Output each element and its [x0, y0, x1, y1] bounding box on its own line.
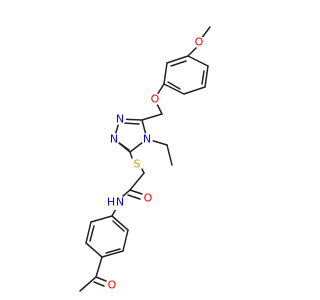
bond-carbonyl-nh [122, 189, 131, 197]
bond-o-ch2 [156, 103, 163, 115]
bond-carbonyl-o-2 [127, 194, 141, 200]
methoxy-oxygen-atom: O [193, 36, 205, 49]
bond-ring2-c [85, 242, 103, 258]
ether-oxygen-atom: O [149, 93, 161, 106]
bond-o-ring-top [187, 46, 198, 57]
label-background [142, 192, 154, 204]
label-background [114, 113, 126, 125]
triazole-n2-atom: N [108, 133, 120, 146]
label-background [131, 158, 143, 170]
bond-ring2-f [111, 215, 129, 231]
bond-ring1-inner-1 [201, 70, 205, 85]
label-background [108, 133, 120, 145]
amide-nitrogen-label: N [116, 196, 124, 209]
bond-ch2-carbonyl [129, 172, 145, 191]
bond-ring1-e [163, 62, 168, 85]
bond-ring1-f [166, 55, 189, 64]
bond-triazole-double-2 [117, 141, 130, 151]
label-background [106, 279, 118, 291]
bond-ring-o-ether [156, 83, 165, 96]
bond-ring2-b [85, 221, 92, 244]
amide-oxygen-label: O [144, 192, 153, 205]
label-background [108, 194, 124, 210]
methoxy-oxygen-label: O [195, 36, 204, 49]
amide-nitrogen-atom: H N [107, 194, 124, 210]
bond-ring1-inner-2 [167, 81, 181, 90]
bond-ring1-a [187, 55, 209, 67]
bond-ring2-inner-2 [105, 248, 121, 254]
label-background [193, 36, 205, 48]
ketone-oxygen-atom: O [106, 279, 118, 292]
label-background [141, 133, 153, 145]
bond-layer [79, 26, 211, 292]
bond-ring2-inner-1 [89, 225, 95, 242]
bond-ethyl-2 [166, 144, 173, 166]
bond-acetyl-o-2 [93, 281, 105, 287]
amide-oxygen-atom: O [142, 192, 154, 205]
bond-ring2-d [101, 250, 124, 258]
triazole-n1-label: N [116, 113, 124, 126]
bond-ring1-inner-3 [170, 60, 187, 67]
thioether-sulfur-atom: S [131, 158, 143, 171]
bond-ring1-b [204, 65, 209, 88]
molecule-structure-diagram: O O N N N S O H N [79, 26, 211, 292]
bond-methyl-o [200, 26, 211, 40]
bond-ring2-inner-3 [112, 220, 125, 232]
bond-triazole-double-1 [123, 122, 140, 125]
bond-acetyl-methyl [79, 276, 97, 292]
bond-carbonyl-o-1 [129, 189, 143, 195]
bond-acetyl-o-1 [95, 276, 107, 282]
bond-ring1-c [183, 86, 206, 95]
triazole-n4-atom: N [141, 133, 153, 146]
triazole-n4-label: N [143, 133, 151, 146]
thioether-sulfur-label: S [134, 158, 141, 171]
bond-ring1-d [163, 83, 185, 95]
bond-ring-acetyl [95, 256, 103, 278]
triazole-n2-label: N [110, 133, 118, 146]
bond-ring2-a [90, 215, 113, 223]
atom-label-layer: O O N N N S O H N [106, 36, 205, 292]
ether-oxygen-label: O [151, 93, 160, 106]
ketone-oxygen-label: O [108, 279, 117, 292]
bond-ring2-e [122, 229, 129, 252]
label-background [149, 93, 161, 105]
triazole-n1-atom: N [114, 113, 126, 126]
bond-c3-s [129, 151, 133, 159]
bond-ch2-triazole [141, 113, 163, 121]
amide-hydrogen-label: H [107, 196, 115, 209]
